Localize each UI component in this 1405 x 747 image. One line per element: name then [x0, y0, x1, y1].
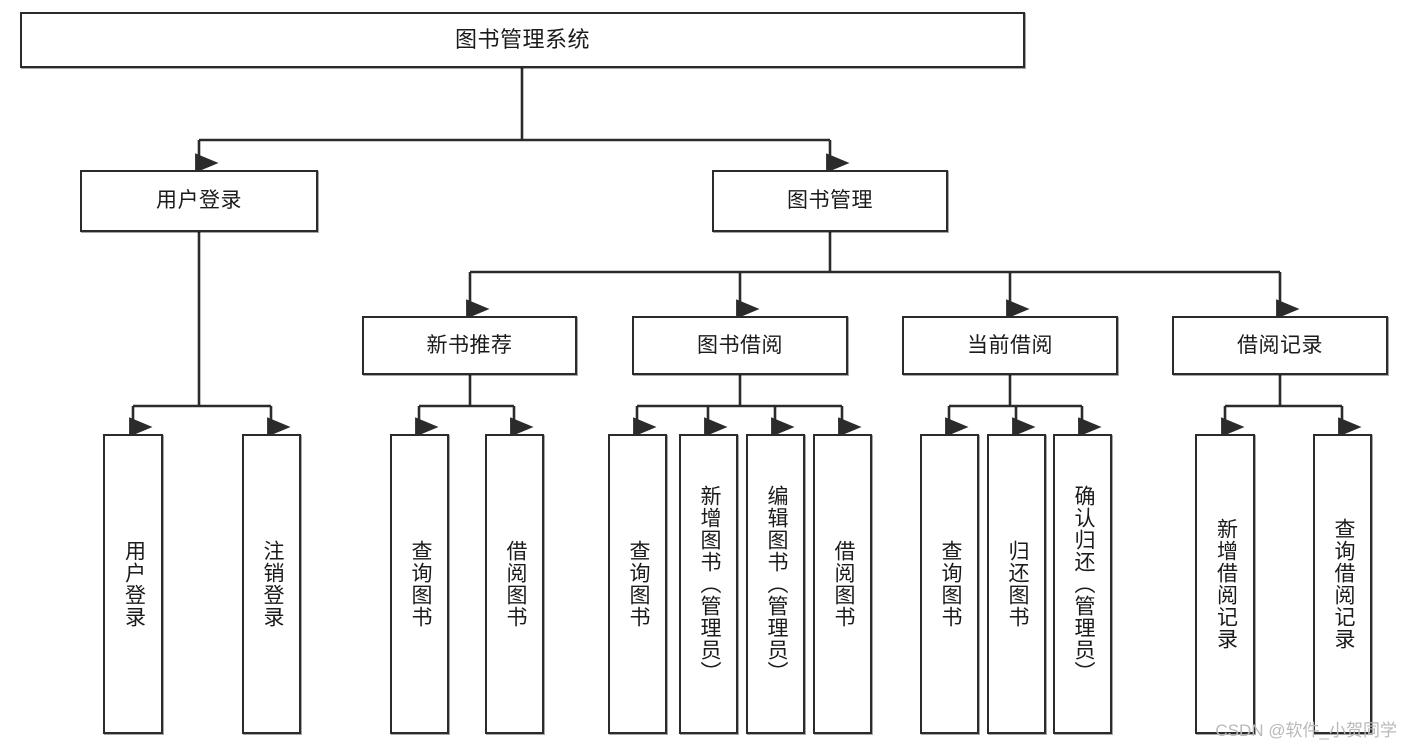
node-leaf-edit-book[interactable]: 编辑图书（管理员）: [746, 434, 805, 734]
node-book-borrow[interactable]: 图书借阅: [632, 316, 848, 375]
node-leaf-query-book-2-label: 查询图书: [626, 540, 650, 628]
node-leaf-borrow-book-2[interactable]: 借阅图书: [813, 434, 872, 734]
node-book-manage[interactable]: 图书管理: [712, 170, 948, 232]
node-leaf-query-book-1-label: 查询图书: [408, 540, 432, 628]
node-leaf-query-book-3-label: 查询图书: [938, 540, 962, 628]
node-root-label: 图书管理系统: [454, 26, 590, 52]
node-leaf-query-record[interactable]: 查询借阅记录: [1313, 434, 1372, 734]
node-book-manage-label: 图书管理: [787, 189, 873, 213]
node-leaf-edit-book-label: 编辑图书（管理员）: [764, 485, 788, 683]
node-leaf-user-login-label: 用户登录: [122, 540, 146, 628]
node-new-book-rec[interactable]: 新书推荐: [362, 316, 577, 375]
node-leaf-add-book[interactable]: 新增图书（管理员）: [679, 434, 738, 734]
node-leaf-logout-label: 注销登录: [260, 540, 284, 628]
node-leaf-borrow-book-2-label: 借阅图书: [831, 540, 855, 628]
node-leaf-confirm-return[interactable]: 确认归还（管理员）: [1053, 434, 1112, 734]
node-leaf-borrow-book-1-label: 借阅图书: [503, 540, 527, 628]
node-leaf-add-book-label: 新增图书（管理员）: [697, 485, 721, 683]
node-current-borrow-label: 当前借阅: [967, 333, 1053, 357]
node-leaf-return-book-label: 归还图书: [1005, 540, 1029, 628]
node-leaf-return-book[interactable]: 归还图书: [987, 434, 1046, 734]
node-book-borrow-label: 图书借阅: [697, 333, 783, 357]
node-new-book-rec-label: 新书推荐: [426, 333, 513, 357]
node-borrow-record[interactable]: 借阅记录: [1172, 316, 1388, 375]
node-leaf-query-book-3[interactable]: 查询图书: [920, 434, 979, 734]
node-user-login-label: 用户登录: [156, 189, 242, 213]
node-leaf-borrow-book-1[interactable]: 借阅图书: [485, 434, 544, 734]
node-root[interactable]: 图书管理系统: [20, 12, 1025, 68]
node-leaf-query-book-2[interactable]: 查询图书: [608, 434, 667, 734]
node-user-login[interactable]: 用户登录: [80, 170, 318, 232]
node-leaf-query-record-label: 查询借阅记录: [1331, 518, 1355, 650]
node-leaf-logout[interactable]: 注销登录: [242, 434, 301, 734]
node-leaf-add-record[interactable]: 新增借阅记录: [1195, 434, 1255, 734]
node-leaf-query-book-1[interactable]: 查询图书: [390, 434, 449, 734]
node-borrow-record-label: 借阅记录: [1237, 333, 1323, 357]
node-current-borrow[interactable]: 当前借阅: [902, 316, 1118, 375]
node-leaf-confirm-return-label: 确认归还（管理员）: [1071, 485, 1095, 683]
node-leaf-user-login[interactable]: 用户登录: [103, 434, 163, 734]
node-leaf-add-record-label: 新增借阅记录: [1214, 518, 1238, 650]
